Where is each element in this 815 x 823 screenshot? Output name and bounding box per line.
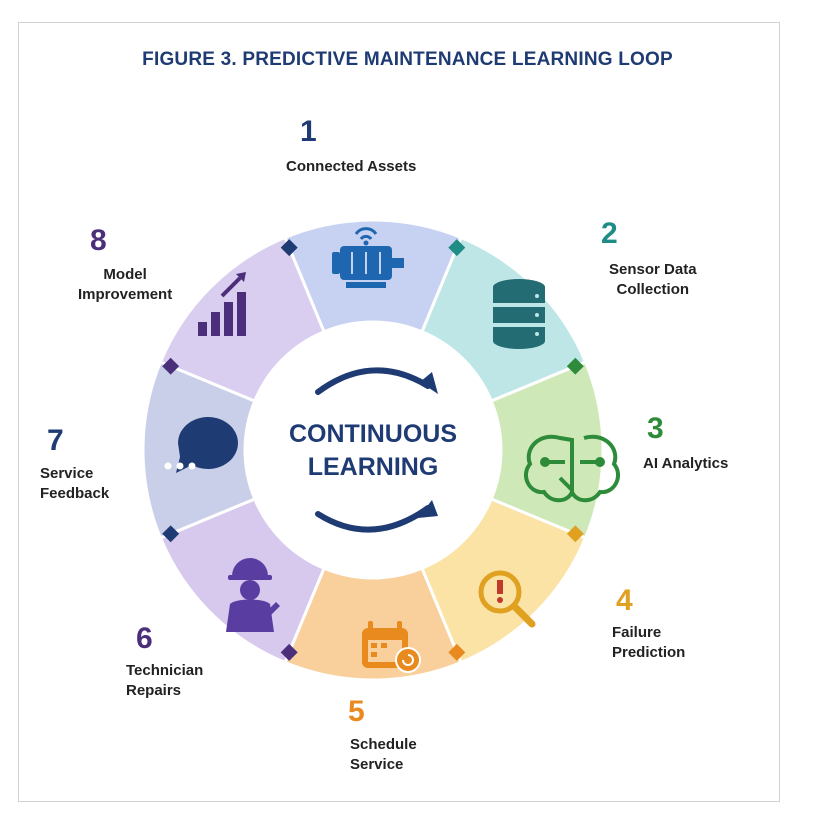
- step-1-number: 1: [300, 115, 317, 148]
- center-label: CONTINUOUS LEARNING: [263, 418, 483, 483]
- step-2-label: Sensor Data Collection: [609, 261, 697, 299]
- segment-connector-8: [280, 239, 298, 257]
- step-5-label: Schedule Service: [350, 736, 417, 774]
- top-cycle-arrow: [315, 367, 431, 395]
- segment-connector-4: [448, 643, 466, 661]
- step-4-number: 4: [616, 584, 633, 617]
- segment-connector-5: [280, 643, 298, 661]
- step-7-label: Service Feedback: [40, 465, 110, 503]
- motor-wifi-icon: [332, 227, 404, 288]
- segment-connector-7: [162, 357, 180, 375]
- brain-circuit-icon: [524, 434, 620, 503]
- step-1-label: Connected Assets: [286, 158, 417, 175]
- segment-connector-1: [448, 239, 466, 257]
- bottom-arrowhead: [418, 500, 438, 518]
- step-6-label: Technician Repairs: [126, 662, 204, 700]
- top-arrowhead: [420, 372, 438, 394]
- segment-connector-3: [566, 525, 584, 543]
- growth-chart-icon: [198, 272, 246, 336]
- bottom-cycle-arrow: [315, 505, 431, 533]
- step-4-label: Failure Prediction: [612, 624, 686, 662]
- step-7-number: 7: [47, 424, 64, 457]
- step-2-number: 2: [601, 217, 618, 250]
- segment-connector-6: [162, 525, 180, 543]
- step-3-number: 3: [647, 412, 664, 445]
- calendar-icon: [362, 621, 421, 673]
- step-8-label: Model Improvement: [78, 266, 173, 304]
- step-3-label: AI Analytics: [643, 455, 729, 472]
- center-line2: LEARNING: [307, 452, 439, 481]
- database-icon: [493, 279, 545, 349]
- step-6-number: 6: [136, 622, 153, 655]
- figure-title: FIGURE 3. PREDICTIVE MAINTENANCE LEARNIN…: [142, 49, 673, 70]
- chat-bubble-icon: [164, 417, 238, 473]
- segment-connector-2: [566, 357, 584, 375]
- step-8-number: 8: [90, 224, 107, 257]
- technician-icon: [226, 558, 280, 632]
- step-5-number: 5: [348, 695, 365, 728]
- center-line1: CONTINUOUS: [288, 420, 458, 448]
- warning-magnifier-icon: [478, 570, 536, 628]
